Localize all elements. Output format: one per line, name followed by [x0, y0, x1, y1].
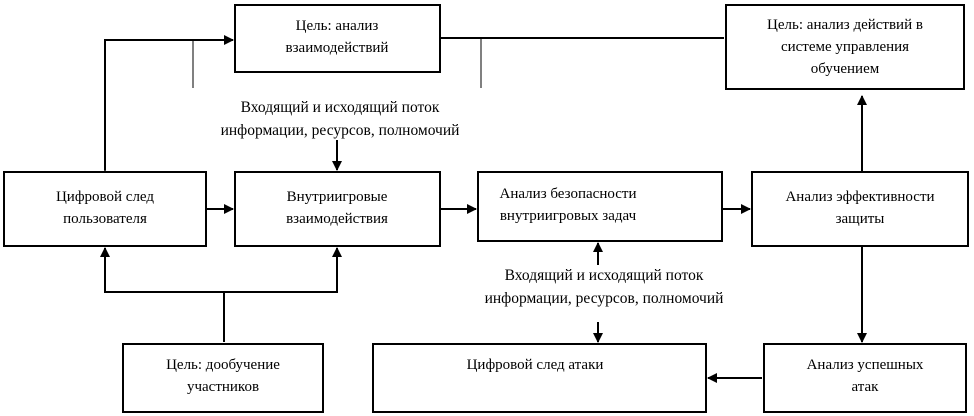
node-digital-trace-attack-line-1: Цифровой след атаки — [467, 357, 604, 373]
node-security-analysis-line-1: Анализ безопасности — [500, 186, 637, 202]
node-goal-interaction-line-1: Цель: анализ — [296, 18, 379, 34]
node-goal-learning: Цель: анализ действий в системе управлен… — [725, 4, 965, 90]
node-ingame-interactions-line-1: Внутриигровые — [287, 189, 388, 205]
node-successful-attacks-line-1: Анализ успешных — [807, 357, 924, 373]
connector-trace-to-goal-interaction — [100, 35, 234, 179]
node-goal-retraining-line-1: Цель: дообучение — [166, 357, 280, 373]
node-protection-efficiency-line-2: защиты — [836, 211, 885, 227]
node-security-analysis: Анализ безопасности внутриигровых задач — [477, 171, 723, 242]
node-protection-efficiency-line-1: Анализ эффективности — [785, 189, 934, 205]
connector-retraining-to-ingame — [224, 247, 342, 293]
node-goal-learning-line-3: обучением — [811, 61, 880, 77]
node-goal-retraining: Цель: дообучение участников — [122, 343, 324, 413]
node-digital-trace-attack: Цифровой след атаки — [372, 343, 707, 413]
node-goal-learning-line-2: системе управления — [781, 39, 909, 55]
flow-label-bottom-line-1: Входящий и исходящий поток — [505, 267, 704, 284]
node-goal-interaction-line-2: взаимодействий — [286, 40, 389, 56]
node-goal-retraining-line-2: участников — [187, 379, 259, 395]
node-digital-trace-user-line-1: Цифровой след — [56, 189, 154, 205]
node-successful-attacks: Анализ успешных атак — [763, 343, 967, 413]
flow-label-top-line-2: информации, ресурсов, полномочий — [221, 122, 460, 139]
flow-label-bottom: Входящий и исходящий поток информации, р… — [485, 267, 724, 307]
flow-label-top: Входящий и исходящий поток информации, р… — [221, 99, 460, 139]
node-security-analysis-line-2: внутриигровых задач — [500, 208, 637, 224]
connectors — [100, 35, 867, 383]
node-ingame-interactions: Внутриигровые взаимодействия — [234, 171, 441, 247]
node-goal-interaction: Цель: анализ взаимодействий — [234, 4, 441, 73]
connector-retraining-branch — [100, 247, 225, 342]
flow-label-top-line-1: Входящий и исходящий поток — [241, 99, 440, 116]
node-ingame-interactions-line-2: взаимодействия — [286, 211, 388, 227]
node-protection-efficiency: Анализ эффективности защиты — [751, 171, 969, 247]
node-digital-trace-user-line-2: пользователя — [63, 211, 147, 227]
node-digital-trace-user: Цифровой след пользователя — [3, 171, 207, 247]
node-successful-attacks-line-2: атак — [852, 379, 880, 395]
flow-label-bottom-line-2: информации, ресурсов, полномочий — [485, 290, 724, 307]
node-goal-learning-line-1: Цель: анализ действий в — [767, 17, 923, 33]
